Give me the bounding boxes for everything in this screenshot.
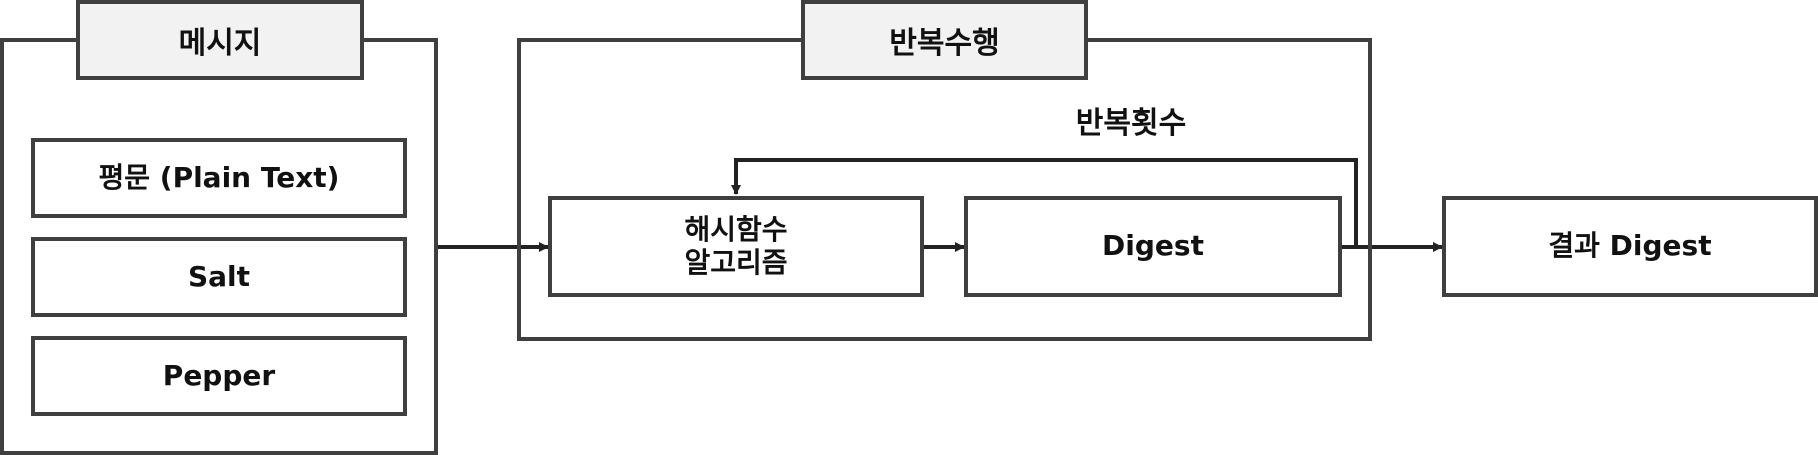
arrow-loop-back	[731, 158, 1358, 249]
iteration-group-title: 반복수행	[801, 0, 1088, 80]
loop-count-label: 반복횟수	[1075, 106, 1187, 141]
message-group-title: 메시지	[76, 0, 364, 80]
hash-function-box: 해시함수 알고리즘	[548, 196, 924, 297]
digest-box: Digest	[964, 196, 1342, 297]
message-item-salt: Salt	[31, 237, 407, 317]
result-digest-box: 결과 Digest	[1442, 196, 1818, 297]
message-item-plaintext: 평문 (Plain Text)	[31, 138, 407, 218]
message-item-pepper: Pepper	[31, 336, 407, 416]
